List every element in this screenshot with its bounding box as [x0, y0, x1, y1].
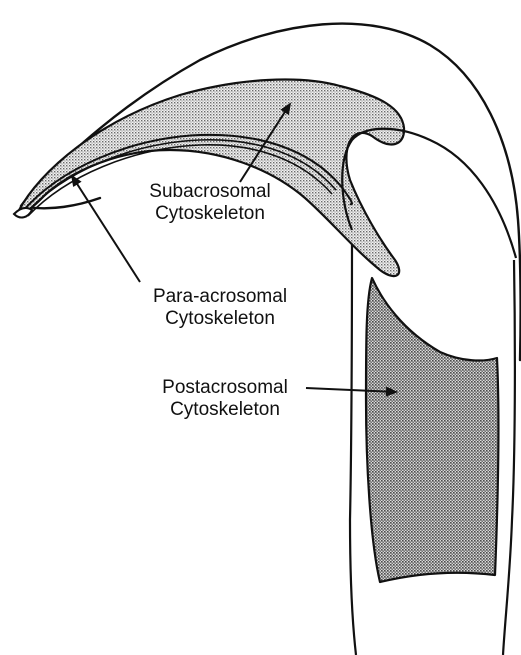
postacrosomal-label: Postacrosomal Cytoskeleton	[140, 377, 310, 421]
subacrosomal-label-line1: Subacrosomal	[128, 181, 292, 203]
para-acrosomal-label: Para-acrosomal Cytoskeleton	[126, 286, 314, 330]
para-acrosomal-label-line2: Cytoskeleton	[126, 308, 314, 330]
para-acrosomal-label-line1: Para-acrosomal	[126, 286, 314, 308]
postacrosomal-label-line1: Postacrosomal	[140, 377, 310, 399]
outer-cell-right-edge	[503, 260, 515, 655]
postacrosomal-label-line2: Cytoskeleton	[140, 399, 310, 421]
subacrosomal-label: Subacrosomal Cytoskeleton	[128, 181, 292, 225]
subacrosomal-region	[18, 80, 404, 277]
subacrosomal-label-line2: Cytoskeleton	[128, 203, 292, 225]
para-acrosomal-tip	[14, 208, 32, 218]
neck-left-wall	[350, 230, 356, 655]
postacrosomal-region	[366, 278, 498, 582]
